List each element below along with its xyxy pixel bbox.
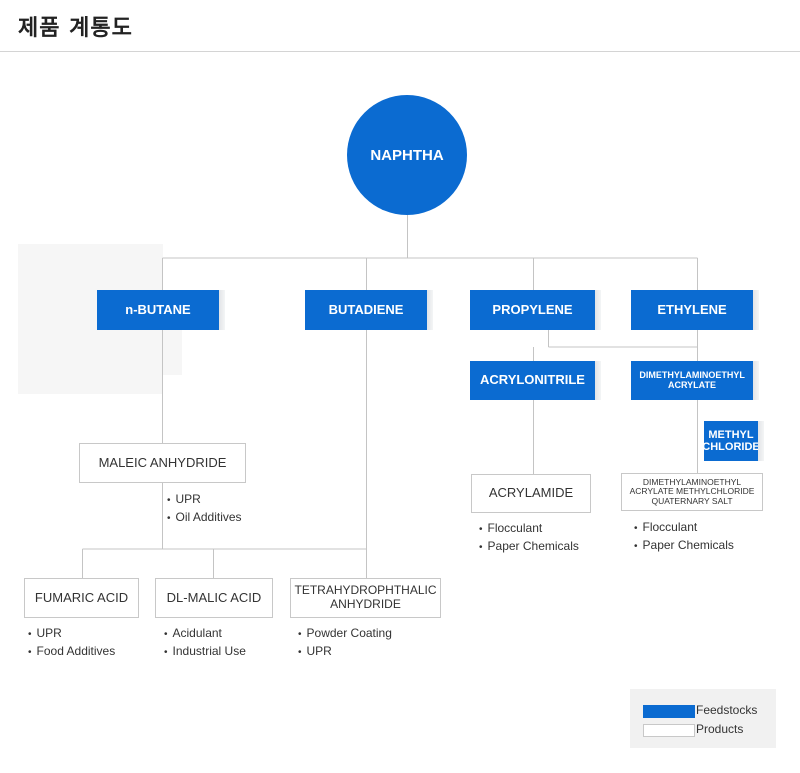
legend-feedstock-label: Feedstocks: [696, 703, 758, 717]
list-item: Flocculant: [479, 520, 579, 538]
list-item: Food Additives: [28, 643, 116, 661]
title-divider: [0, 51, 800, 52]
list-item: UPR: [167, 491, 242, 509]
n-butane-node: n-BUTANE: [97, 290, 225, 330]
fumaric-acid-node: FUMARIC ACID: [24, 578, 139, 618]
legend-product-label: Products: [696, 722, 744, 736]
list-item: Oil Additives: [167, 509, 242, 527]
acrylonitrile-node: ACRYLONITRILE: [470, 361, 601, 400]
legend: Feedstocks Products: [630, 689, 776, 748]
maleic-anhydride-uses: UPR Oil Additives: [167, 491, 242, 527]
list-item: Powder Coating: [298, 625, 392, 643]
list-item: Paper Chemicals: [479, 538, 579, 556]
dl-malic-acid-node: DL-MALIC ACID: [155, 578, 273, 618]
methyl-chloride-node: METHYL CHLORIDE: [702, 421, 764, 461]
list-item: UPR: [298, 643, 392, 661]
naphtha-node: NAPHTHA: [347, 95, 467, 215]
dl-malic-acid-uses: Acidulant Industrial Use: [164, 625, 246, 661]
quaternary-salt-uses: Flocculant Paper Chemicals: [634, 519, 734, 555]
legend-feedstock-swatch: [643, 705, 695, 718]
propylene-node: PROPYLENE: [470, 290, 601, 330]
maleic-anhydride-node: MALEIC ANHYDRIDE: [79, 443, 246, 483]
acrylamide-uses: Flocculant Paper Chemicals: [479, 520, 579, 556]
page-title: 제품 계통도: [18, 16, 133, 41]
tetrahydrophthalic-anhydride-uses: Powder Coating UPR: [298, 625, 392, 661]
ethylene-node: ETHYLENE: [631, 290, 759, 330]
dimethylaminoethyl-acrylate-node: DIMETHYLAMINOETHYL ACRYLATE: [631, 361, 759, 400]
legend-product-swatch: [643, 724, 695, 737]
butadiene-node: BUTADIENE: [305, 290, 433, 330]
background-panel: [97, 330, 182, 375]
list-item: Flocculant: [634, 519, 734, 537]
list-item: Industrial Use: [164, 643, 246, 661]
tetrahydrophthalic-anhydride-node: TETRAHYDROPHTHALIC ANHYDRIDE: [290, 578, 441, 618]
quaternary-salt-node: DIMETHYLAMINOETHYL ACRYLATE METHYLCHLORI…: [621, 473, 763, 511]
list-item: Acidulant: [164, 625, 246, 643]
acrylamide-node: ACRYLAMIDE: [471, 474, 591, 513]
list-item: UPR: [28, 625, 115, 643]
list-item: Paper Chemicals: [634, 537, 734, 555]
fumaric-acid-uses: UPR Food Additives: [28, 625, 116, 661]
